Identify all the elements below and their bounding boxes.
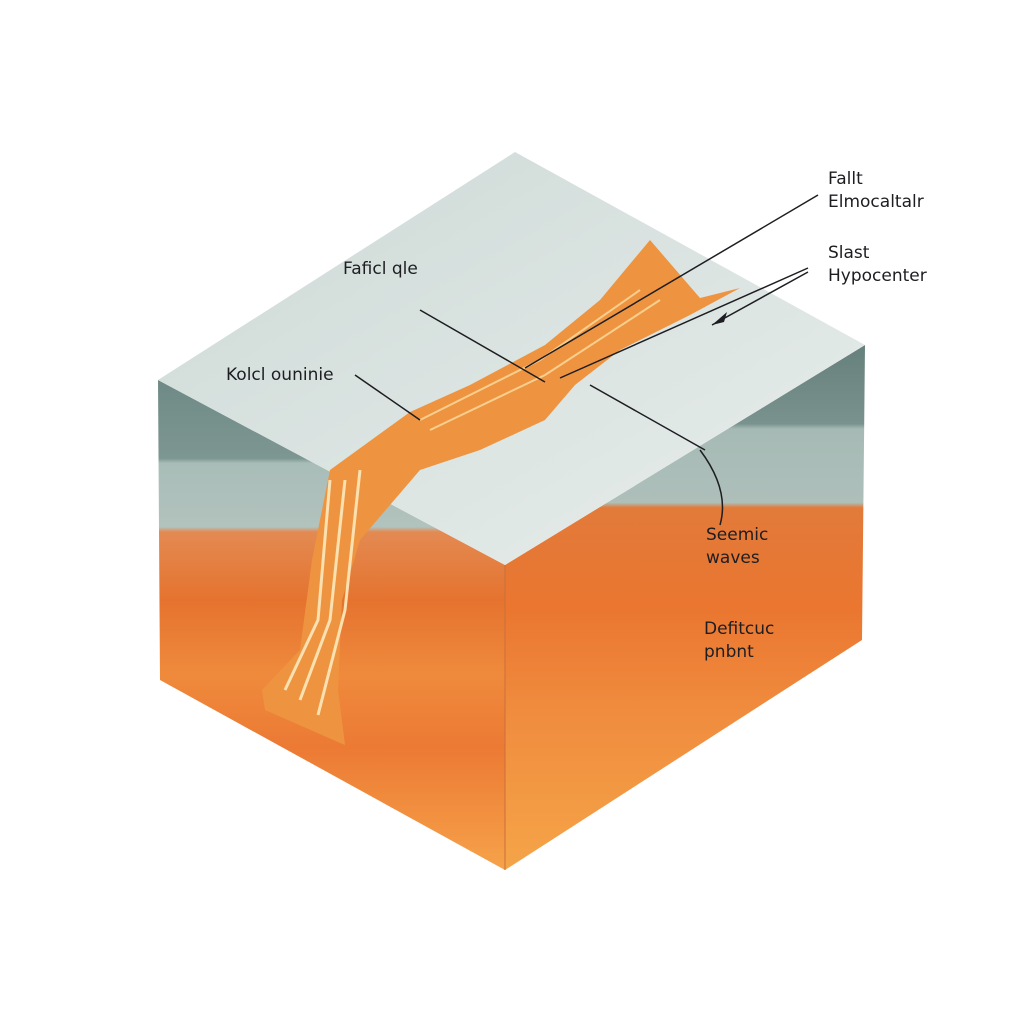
label-bottom-line2: pnbnt: [704, 642, 754, 662]
leader-lines: [354, 194, 819, 526]
label-seismic-waves: Seemic waves: [706, 524, 768, 570]
label-hypocenter-line2: Hypocenter: [828, 266, 927, 286]
label-seismic-line1: Seemic: [706, 525, 769, 545]
right-face: [505, 345, 865, 870]
label-fault-line1: Fallt: [828, 169, 863, 189]
label-bottom-line1: Defitcuc: [704, 619, 775, 639]
label-fault-outline: Kolcl ouninie: [226, 365, 334, 385]
label-fault-line2: Elmocaltalr: [828, 192, 924, 212]
label-hypocenter-line1: Slast: [828, 243, 870, 263]
label-fault: Fallt Elmocaltalr: [828, 168, 924, 214]
label-bottom: Defitcuc pnbnt: [704, 618, 774, 664]
top-surface: [158, 152, 865, 565]
arrow-head-icon: [712, 312, 727, 325]
label-fault-plane: Faficl qle: [343, 259, 418, 279]
label-seismic-line2: waves: [706, 548, 760, 568]
label-hypocenter: Slast Hypocenter: [828, 242, 927, 288]
